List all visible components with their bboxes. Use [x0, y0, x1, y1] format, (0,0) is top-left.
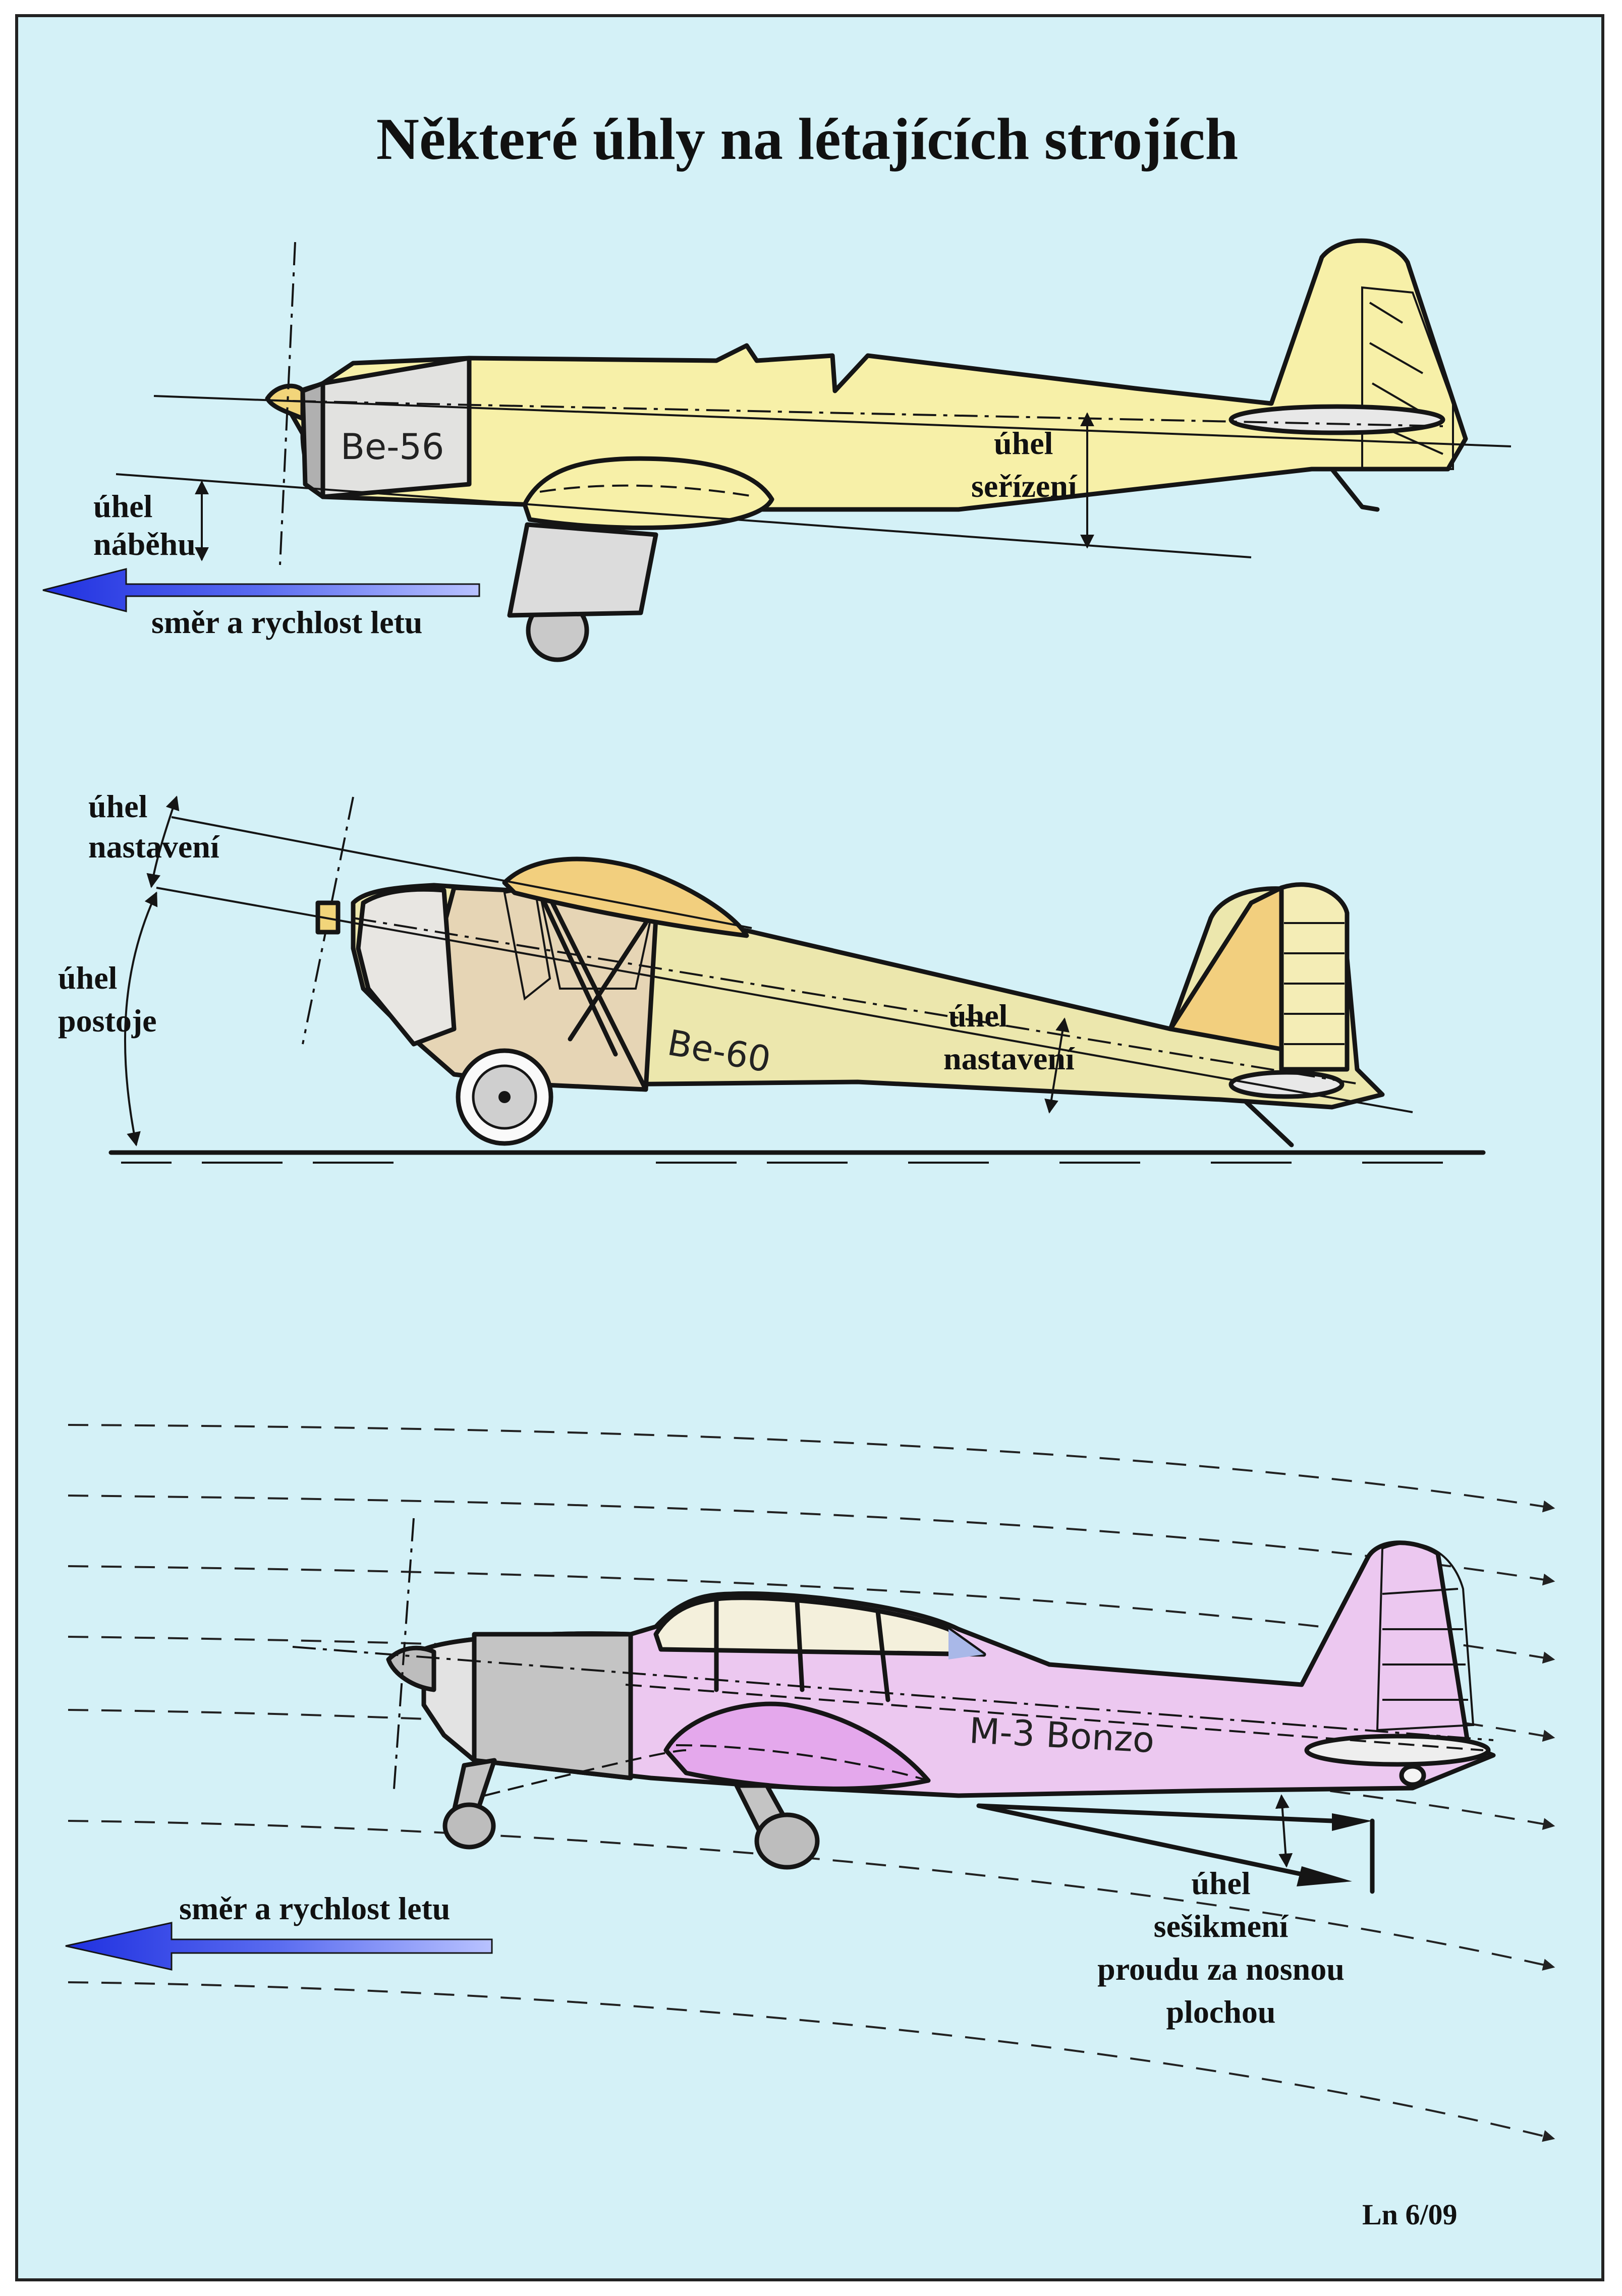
be56-cowl-ring [300, 381, 325, 499]
bonzo-registration: M-3 Bonzo [968, 1710, 1155, 1761]
drawing-reference: Ln 6/09 [1362, 2198, 1458, 2231]
be56-trim-angle-label-2: seřízení [971, 468, 1078, 504]
be60-incidence-tail-label-2: nastavení [943, 1041, 1075, 1076]
be56-angle-of-attack-label: úhel [93, 488, 152, 524]
page-title: Některé úhly na létajících strojích [376, 106, 1239, 172]
be60-cowling [356, 887, 457, 1047]
bonzo-canopy [653, 1595, 986, 1657]
be56-spinner [265, 383, 305, 421]
figure-be56: Be-56 úhel náběhu úhel seřízení směr a r… [42, 238, 1512, 662]
be60-incidence-left-label-2: nastavení [88, 829, 220, 865]
be56-angle-of-attack-label-2: náběhu [93, 526, 196, 562]
bonzo-tailplane [1304, 1734, 1491, 1767]
be56-trim-angle-label: úhel [994, 425, 1053, 461]
be60-wheel-axle [498, 1091, 511, 1103]
be60-incidence-left-label: úhel [88, 788, 147, 824]
figure-be60: Be-60 úhel nastavení úhel postoje úhel n… [58, 788, 1486, 1164]
be60-ground-angle-label: úhel [58, 960, 117, 996]
bonzo-cowling-rear [472, 1632, 633, 1781]
bonzo-flight-direction-label: směr a rychlost letu [179, 1890, 450, 1926]
be56-flight-direction-arrow [42, 568, 480, 612]
bonzo-downwash-label-3: proudu za nosnou [1097, 1951, 1345, 1987]
bonzo-main-wheel [754, 1812, 820, 1870]
bonzo-wing [663, 1701, 931, 1791]
be60-tailplane [1228, 1070, 1345, 1099]
bonzo-downwash-label-4: plochou [1166, 1994, 1276, 2030]
bonzo-downwash-label-2: sešikmení [1154, 1908, 1289, 1944]
be56-rudder [1361, 286, 1454, 470]
bonzo-downwash-label: úhel [1191, 1865, 1250, 1901]
be56-tailplane [1228, 404, 1445, 435]
be60-ground-angle-label-2: postoje [58, 1003, 157, 1039]
be60-incidence-tail-label: úhel [948, 998, 1008, 1034]
figure-bonzo: M-3 Bonzo směr a rychlost letu úhel seši… [65, 1424, 1555, 2142]
be60-rudder [1279, 882, 1350, 1072]
be56-landing-gear [507, 522, 658, 618]
be56-registration: Be-56 [341, 426, 444, 468]
bonzo-nose-wheel [442, 1802, 496, 1850]
bonzo-flight-direction-arrow [65, 1922, 493, 1971]
bonzo-rudder [1376, 1542, 1475, 1732]
bonzo-tail-wheel [1399, 1764, 1426, 1787]
be56-wing-fairing [522, 456, 774, 530]
be56-flight-direction-label: směr a rychlost letu [151, 604, 422, 640]
